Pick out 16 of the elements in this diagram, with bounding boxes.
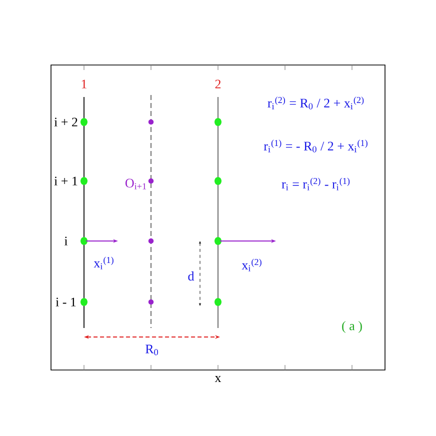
panel-label: ( a ) (342, 321, 362, 333)
row-label: i (64, 236, 68, 246)
dimension-label: d (188, 271, 194, 281)
row-label: i + 2 (54, 118, 78, 126)
row-label: i + 1 (54, 176, 78, 186)
vector-label: x$_{i}$(2) (242, 258, 262, 272)
equation: r$_{i}$$^{(1)}$ = - R$_{0}$ / 2 + x$_{i}$(1) (264, 140, 368, 152)
vector-label: x$_{i}$(1) (94, 256, 114, 270)
point-label: O$_{i+1}$ (125, 178, 146, 190)
row-label: i - 1 (56, 298, 76, 306)
equation: r$_{i}$ = r$_{i}$$^{(2)}$ - r$_{i}$(1) (282, 178, 350, 190)
dimension-label: R$_{0}$ (146, 344, 158, 356)
chain-number: 2 (215, 80, 221, 88)
chain-number: 1 (82, 80, 86, 88)
axis-label: x (214, 376, 222, 382)
equation: r$_{i}$$^{(2)}$ = R$_{0}$ / 2 + x$_{i}$(2) (268, 96, 364, 110)
